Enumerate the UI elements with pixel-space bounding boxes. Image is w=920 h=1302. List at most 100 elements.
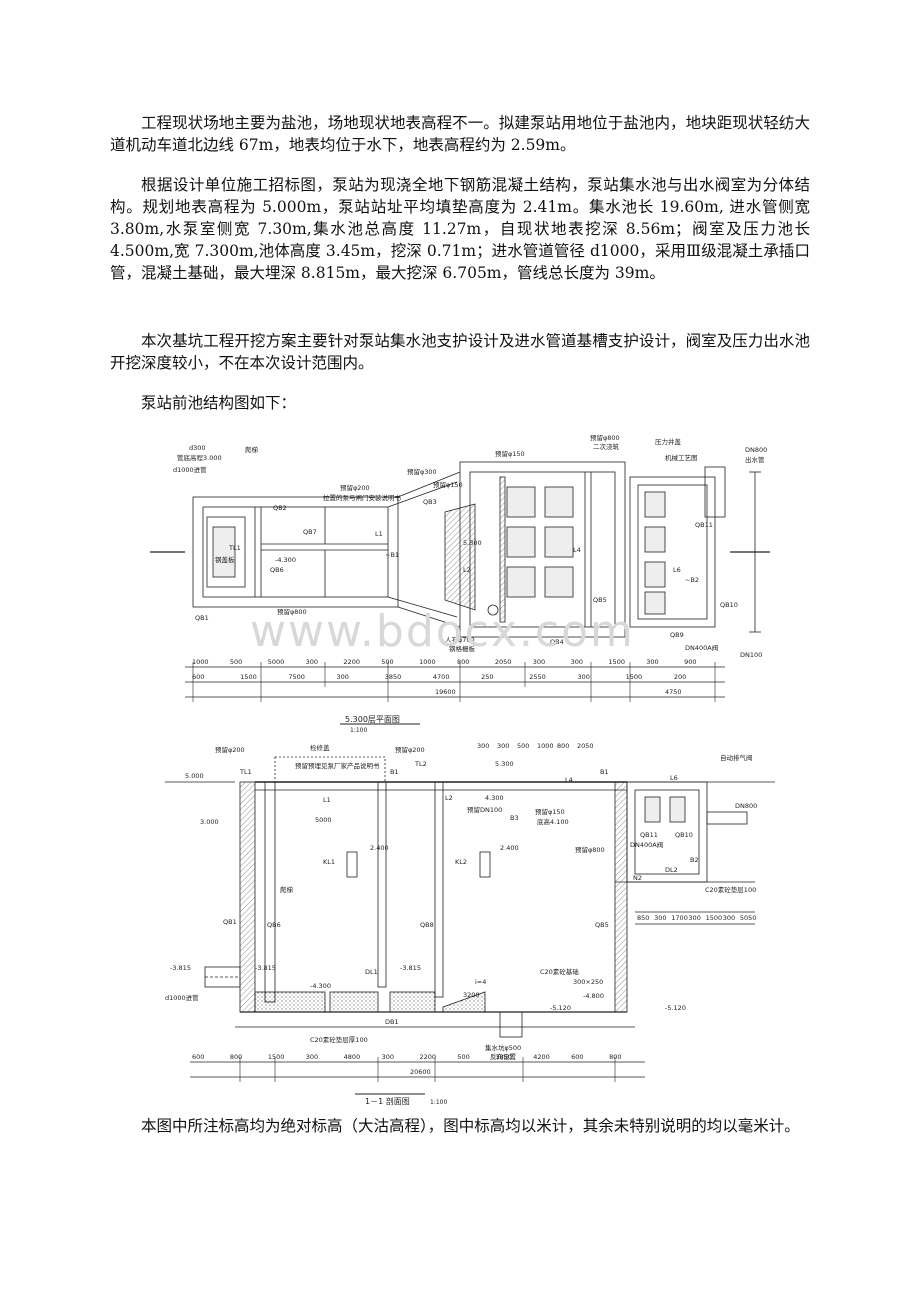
- dimension-label: 900: [684, 658, 696, 666]
- plan-label-b1: ~B1: [385, 551, 399, 559]
- plan-label-qb7: QB7: [303, 528, 317, 536]
- section-label-sump: 集水坑φ500: [485, 1043, 521, 1052]
- dimension-label: 2050: [577, 742, 594, 750]
- section-label-tl2: TL2: [414, 760, 427, 768]
- paragraph-excavation-scope: 本次基坑工程开挖方案主要针对泵站集水池支护设计及进水管道基槽支护设计，阀室及压力…: [110, 332, 810, 372]
- section-label-tl1: TL1: [239, 768, 252, 776]
- plan-label-qb11: QB11: [695, 521, 713, 529]
- plan-label-d300: d300: [189, 444, 206, 452]
- watermark: www.bdocx.com: [250, 606, 635, 657]
- plan-label-l2: L2: [463, 566, 471, 574]
- dimension-label: 1500: [268, 1053, 285, 1061]
- dimension-label: 7500: [288, 673, 305, 681]
- paragraph-figure-intro: 泵站前池结构图如下：: [141, 394, 297, 412]
- plan-label-d1000-inlet: d1000进管: [173, 465, 207, 474]
- dimension-label: 300: [382, 1053, 394, 1061]
- dimension-label: 300: [337, 673, 349, 681]
- section-label-elev-2400a: 2.400: [370, 844, 389, 852]
- plan-label-mech: 机械工艺图: [665, 453, 698, 462]
- section-label-qb10: QB10: [675, 831, 693, 839]
- dimension-label: 500: [381, 658, 393, 666]
- section-label-b2: B2: [690, 856, 699, 864]
- plan-scale: 1:100: [350, 727, 367, 734]
- dimension-label: 4800: [344, 1053, 361, 1061]
- section-label-w3200: 3200: [463, 991, 480, 999]
- dimension-label: 300: [646, 658, 658, 666]
- section-label-slope: i=4: [475, 978, 486, 986]
- plan-label-pump-note: 拉置的泵与闸门安装说明书: [323, 493, 402, 502]
- dimension-label: 300: [497, 742, 509, 750]
- section-caption: 1－1 剖面图: [365, 1096, 410, 1106]
- dimension-label: 1700: [671, 914, 688, 922]
- plan-dim-total-2: 4750: [665, 688, 682, 696]
- section-label-elev-4300: -4.300: [310, 982, 331, 990]
- section-label-elev-3000: 3.000: [200, 818, 219, 826]
- plan-label-elev-5300: 5.300: [463, 539, 482, 547]
- plan-label-qb10: QB10: [720, 601, 738, 609]
- plan-label-qb2: QB2: [273, 504, 287, 512]
- section-label-elev-4800: -4.800: [583, 992, 604, 1000]
- section-label-l1: L1: [323, 796, 331, 804]
- section-label-elev-4100: 底高4.100: [537, 817, 569, 826]
- dimension-label: 1500: [240, 673, 257, 681]
- plan-label-reserve150: 预留φ150: [433, 480, 463, 489]
- plan-label-grating: 钢格栅板: [449, 644, 476, 653]
- plan-label-reserve800: 预留φ800: [277, 607, 307, 616]
- section-label-c20: C20素砼垫层厚100: [310, 1035, 368, 1044]
- plan-label-reserve200: 预留φ200: [340, 483, 370, 492]
- dimension-label: 1500: [626, 673, 643, 681]
- dimension-label: 600: [192, 673, 204, 681]
- section-label-elev-3815b: -3.815: [255, 964, 276, 972]
- plan-label-dn800: DN800: [745, 446, 767, 454]
- plan-label-reserve150b: 预留φ150: [495, 449, 525, 458]
- section-label-qb6: QB6: [267, 921, 281, 929]
- section-label-dn400: DN400A阀: [630, 840, 663, 849]
- dimension-label: 2050: [495, 658, 512, 666]
- section-label-pipe-note: 自动排气阀: [720, 753, 753, 762]
- dimension-label: 800: [557, 742, 569, 750]
- section-label-kl2: KL2: [455, 858, 467, 866]
- dimension-label: 850: [637, 914, 649, 922]
- section-scale: 1:100: [430, 1099, 447, 1106]
- section-view: 5.000 3.000 预留φ200 TL1 检修盖 预留预埋见泵厂家产品说明书…: [165, 742, 775, 1106]
- section-label-b1b: B1: [600, 768, 609, 776]
- section-label-dl2: DL2: [665, 866, 678, 874]
- section-label-n2: N2: [633, 874, 642, 882]
- dimension-label: 800: [457, 658, 469, 666]
- dimension-label: 800: [230, 1053, 242, 1061]
- dimension-label: 250: [481, 673, 493, 681]
- dimension-label: 300: [571, 658, 583, 666]
- plan-label-tl1: TL1: [228, 544, 241, 552]
- section-label-elev-5120b: -5.120: [665, 1004, 686, 1012]
- dimension-label: 1500: [608, 658, 625, 666]
- plan-label-dn400: DN400A阀: [685, 643, 718, 652]
- plan-label-l1: L1: [375, 530, 383, 538]
- dimension-label: 2200: [343, 658, 360, 666]
- paragraph-elevation-note: 本图中所注标高均为绝对标高（大沽高程），图中标高均以米计，其余未特别说明的均以毫…: [141, 1117, 800, 1135]
- plan-caption: 5.300层平面图: [345, 715, 400, 724]
- plan-label-qb1: QB1: [195, 614, 209, 622]
- section-label-elev-5120: -5.120: [550, 1004, 571, 1012]
- section-label-w300: 300×250: [573, 978, 603, 986]
- plan-label-reserve800b: 预留φ800: [590, 433, 620, 442]
- dimension-label: 500: [517, 742, 529, 750]
- section-label-elev-4300b: 4.300: [485, 794, 504, 802]
- section-label-elev-5000: 5.000: [185, 772, 204, 780]
- section-label-qb8: QB8: [420, 921, 434, 929]
- dimension-label: 300: [577, 673, 589, 681]
- dimension-label: 800: [609, 1053, 621, 1061]
- plan-label-pipe-top: 管底高程3.000: [177, 453, 222, 462]
- section-label-sump-note: 反向设置: [490, 1052, 517, 1061]
- dimension-label: 3850: [385, 673, 402, 681]
- section-label-b3: B3: [510, 814, 519, 822]
- plan-label-qb5: QB5: [593, 596, 607, 604]
- section-label-qb11: QB11: [640, 831, 658, 839]
- dimension-label: 200: [674, 673, 686, 681]
- dimension-label: 1000: [537, 742, 554, 750]
- plan-label-manhole: 人孔φ700: [445, 636, 475, 644]
- dimension-label: 300: [306, 658, 318, 666]
- plan-label-l6: L6: [673, 566, 681, 574]
- plan-label-b2: ~B2: [685, 576, 699, 584]
- section-label-dl1: DL1: [365, 968, 378, 976]
- plan-label-qb4: QB4: [550, 638, 564, 646]
